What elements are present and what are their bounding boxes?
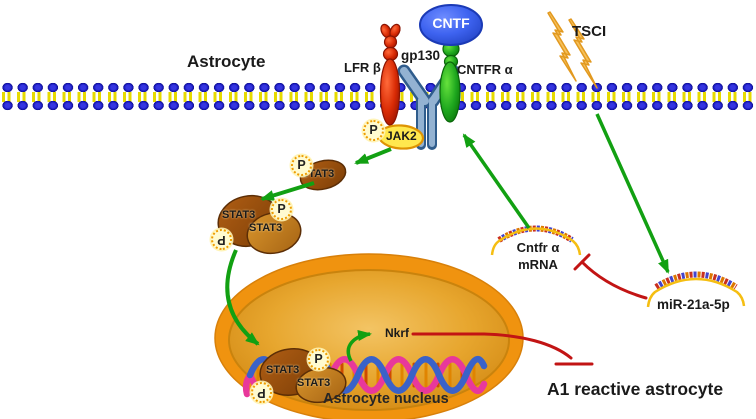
inhibit-mir-to-mrna	[573, 253, 648, 300]
phospho-badge: P	[211, 229, 232, 250]
cntfr-mrna-label: Cntfr α mRNA	[506, 240, 570, 273]
phospho-badge: P	[308, 349, 329, 370]
lipid-tails	[0, 92, 756, 102]
lipid-heads-top	[0, 80, 756, 95]
arrow-dimer-to-nucleus	[225, 249, 260, 346]
phospho-badge: P	[251, 382, 272, 403]
cntf-label: CNTF	[432, 15, 470, 31]
nkrf-label: Nkrf	[385, 326, 410, 340]
tsci-label: TSCI	[572, 23, 607, 40]
outcome-label: A1 reactive astrocyte	[547, 379, 724, 399]
phospho-badge: P	[291, 155, 312, 176]
stat3-label: STAT3	[297, 377, 331, 389]
lfrb-receptor	[379, 23, 401, 126]
cntfr-mrna-icon	[490, 225, 582, 256]
stat3-label: STAT3	[249, 222, 283, 234]
phospho-badge: P	[271, 199, 292, 220]
cell-membrane	[0, 79, 756, 115]
cntfr-mrna-name: Cntfr α	[516, 240, 560, 255]
mirna-icon	[646, 271, 746, 308]
stat3-dimer	[217, 194, 302, 255]
stat3-label: STAT3	[266, 364, 300, 376]
astrocyte-label: Astrocyte	[187, 52, 266, 71]
cntf-ligand	[419, 4, 483, 46]
cntfra-receptor	[439, 40, 461, 123]
phospho-badge: P	[363, 120, 384, 141]
stat3-dimer-nuclear	[259, 348, 347, 404]
nucleus-label: Astrocyte nucleus	[323, 391, 449, 407]
arrow-stat3-to-dimer	[260, 181, 315, 201]
cntfra-label: CNTFR α	[457, 62, 513, 77]
arrow-jak2-to-stat3	[354, 147, 392, 165]
jak2-label: JAK2	[386, 129, 417, 143]
arrow-mrna-to-receptor	[462, 133, 531, 230]
arrow-dna-to-nkrf	[346, 330, 372, 362]
lfrb-label: LFR β	[344, 60, 381, 75]
stat3-label: STAT3	[222, 209, 256, 221]
lipid-heads-bottom	[0, 98, 756, 113]
inhibit-nkrf-to-a1	[411, 332, 594, 366]
arrow-tsci-to-mir	[595, 113, 670, 274]
gp130-label: gp130	[401, 48, 441, 63]
cntfr-mrna-word: mRNA	[518, 257, 558, 273]
mirna-label: miR-21a-5p	[657, 297, 730, 312]
